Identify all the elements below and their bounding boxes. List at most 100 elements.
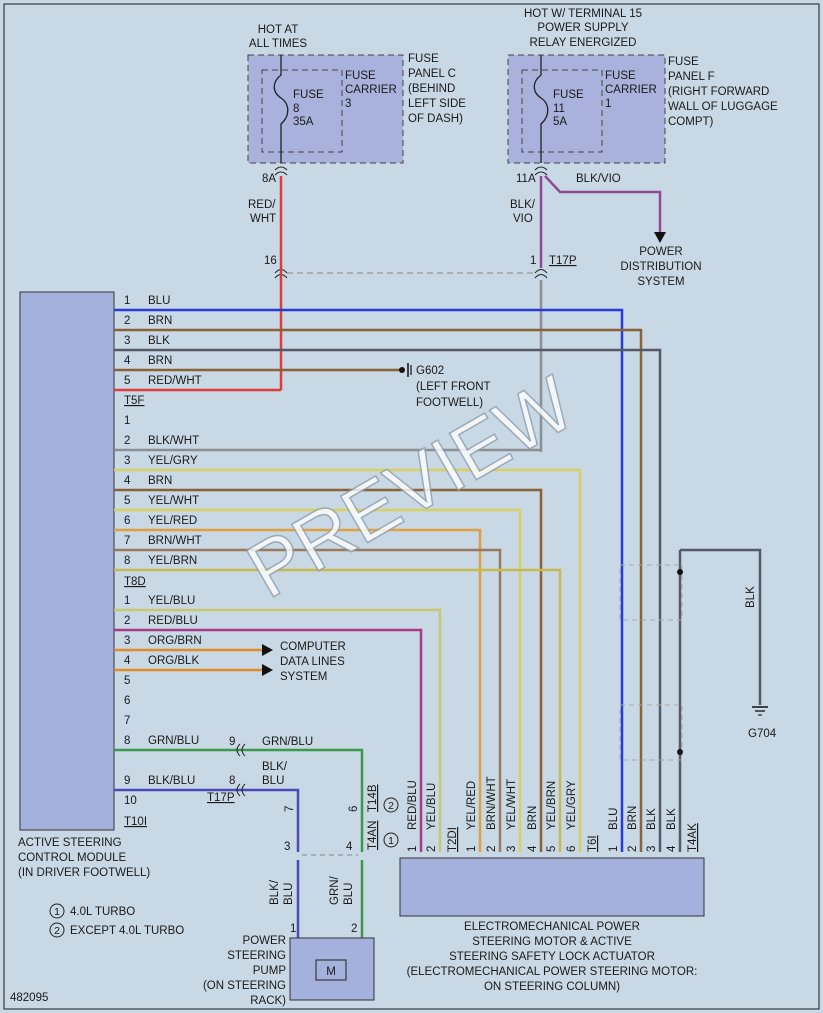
t17p-top-pin-1: 1: [530, 255, 536, 267]
t4ak-wire-2: BRN: [627, 806, 639, 830]
actuator-label-1: ELECTROMECHANICAL POWER: [464, 921, 640, 933]
computer-data-arrow-2: [262, 664, 273, 676]
t6i-wire-5: YEL/BRN: [546, 781, 558, 830]
blk-blu-wire-t10i-9: [114, 788, 300, 852]
t2di-wire-2: YEL/BLU: [426, 783, 438, 830]
fuse-b-wire-2: VIO: [513, 213, 533, 225]
t5f-label: T5F: [124, 395, 144, 407]
t17p-bottom-label: T17P: [207, 792, 235, 804]
g704-wire-label: BLK: [745, 586, 757, 608]
blu-wire-t5f-1: [114, 308, 624, 852]
t17p-bottom-crimp-8: [236, 783, 246, 797]
fuse-b-branch-wire: BLK/VIO: [576, 173, 621, 185]
t5f-pin-1: 1: [124, 295, 130, 307]
t10i-pin-6: 6: [124, 695, 130, 707]
t8d-wire-2: BLK/WHT: [148, 435, 199, 447]
pump-label-1: POWER: [243, 935, 286, 947]
pump-pin-1: 1: [290, 923, 296, 935]
t5f-pin-2: 2: [124, 315, 130, 327]
splice-dot-lower: [677, 749, 683, 755]
t10i-pin-4: 4: [124, 655, 131, 667]
pump-label-4: (ON STEERING: [203, 980, 286, 992]
t4ak-pin-2: 2: [627, 846, 639, 852]
fuse-panel-f-l4: WALL OF LUGGAGE: [668, 101, 778, 113]
t2di-wire-1: RED/BLU: [407, 780, 419, 830]
g704-label: G704: [748, 728, 777, 740]
yel-red-wire-t8d-6: [114, 528, 482, 852]
fuse-panel-f-box: [507, 54, 666, 164]
fuse-panel-f-l3: (RIGHT FORWARD: [668, 86, 769, 98]
fuse-a-heading-1: HOT AT: [258, 24, 298, 36]
t4ak-wire-4: BLK: [666, 808, 678, 830]
blk-wire-g704: [680, 548, 762, 705]
fuse-panel-c-l1: FUSE: [408, 53, 439, 65]
t6i-pin-5: 5: [546, 846, 558, 852]
t14b-label: T14B: [367, 784, 379, 812]
t10i-pin-9: 9: [124, 775, 130, 787]
fuse-b-group: HOT W/ TERMINAL 15 POWER SUPPLY RELAY EN…: [507, 8, 778, 288]
t2di-label: T2DI: [447, 827, 459, 852]
legend-marker-2: 2: [54, 925, 60, 937]
t10i-pin-10: 10: [124, 795, 137, 807]
fuse-8-label: FUSE: [293, 89, 324, 101]
electromechanical-actuator-box: [399, 857, 705, 917]
t2di-pin-1: 1: [407, 846, 419, 852]
t17p-bottom-pin-9: 9: [229, 736, 235, 748]
t6i-pin-4: 4: [527, 845, 539, 852]
t6i-wire-1: YEL/RED: [466, 781, 478, 830]
t10i-pin-5: 5: [124, 675, 130, 687]
fuse-a-wire-2: WHT: [250, 213, 276, 225]
pump-label-2: STEERING: [227, 950, 286, 962]
t6i-pin-6: 6: [566, 846, 578, 852]
shield-box-upper: [619, 564, 683, 621]
t17p-top-pin-16: 16: [264, 255, 277, 267]
active-steering-control-module: [19, 291, 115, 831]
splice-dot-upper: [677, 569, 683, 575]
fuse-panel-f-l2: PANEL F: [668, 71, 715, 83]
marker-1-circle: [383, 832, 399, 848]
blk-vio-branch-wire: [544, 175, 662, 234]
t14b-t4an-connectors: 7 6 T14B 3 4 T4AN 2 1: [284, 784, 399, 856]
fuse-carrier-3-l2: CARRIER: [345, 84, 397, 96]
fuse-b-wire-1: BLK/: [510, 199, 536, 211]
fuse-b-heading-1: HOT W/ TERMINAL 15: [524, 8, 642, 20]
motor-label: M: [326, 966, 336, 978]
fuse-8-symbol: [273, 55, 289, 163]
t5f-wire-3: BLK: [148, 335, 170, 347]
t17p-top-connector: 16 1 T17P: [264, 255, 577, 279]
t5f-wire-5: RED/WHT: [148, 375, 202, 387]
t8d-wire-6: YEL/RED: [148, 515, 197, 527]
yel-gry-wire-t8d-3: [114, 468, 582, 852]
legend-marker-1-circle: [49, 903, 65, 919]
computer-data-arrow-1: [262, 644, 273, 656]
fuse-panel-c-l3: (BEHIND: [408, 83, 455, 95]
t4an-label: T4AN: [367, 821, 379, 850]
fuse-carrier-3-l1: FUSE: [345, 70, 376, 82]
t4ak-wire-1: BLU: [608, 808, 620, 830]
fuse-a-connector: [274, 166, 288, 176]
t17p-bottom-pin-8: 8: [229, 775, 235, 787]
t17p-bottom-wire-blk-1: BLK/: [262, 761, 288, 773]
t8d-pin-7: 7: [124, 535, 130, 547]
t8d-wire-3: YEL/GRY: [148, 455, 198, 467]
t4ak-pin-4: 4: [666, 845, 678, 852]
legend-text-1: 4.0L TURBO: [70, 906, 135, 918]
fuse-11-rating: 5A: [553, 116, 567, 128]
legend: 1 4.0L TURBO 2 EXCEPT 4.0L TURBO: [49, 903, 184, 938]
fuse-panel-c-box: [247, 54, 404, 164]
t10i-wire-8: GRN/BLU: [148, 735, 199, 747]
diagram-id: 482095: [10, 992, 48, 1004]
t4ak-label: T4AK: [687, 823, 699, 852]
t8d-pin-5: 5: [124, 495, 130, 507]
fuse-11-label: FUSE: [553, 89, 584, 101]
g602-label-2: (LEFT FRONT: [416, 381, 491, 393]
t8d-pin-3: 3: [124, 455, 130, 467]
t6i-wire-6: YEL/GRY: [566, 780, 578, 830]
diagram-frame: [3, 3, 820, 1010]
t17p-top-crimp-1: [534, 269, 548, 279]
ground-g602: G602 (LEFT FRONT FOOTWELL): [399, 363, 491, 409]
t6i-pin-2: 2: [486, 846, 498, 852]
g602-label: G602: [416, 365, 444, 377]
fuse-panel-c-l5: OF DASH): [408, 113, 463, 125]
